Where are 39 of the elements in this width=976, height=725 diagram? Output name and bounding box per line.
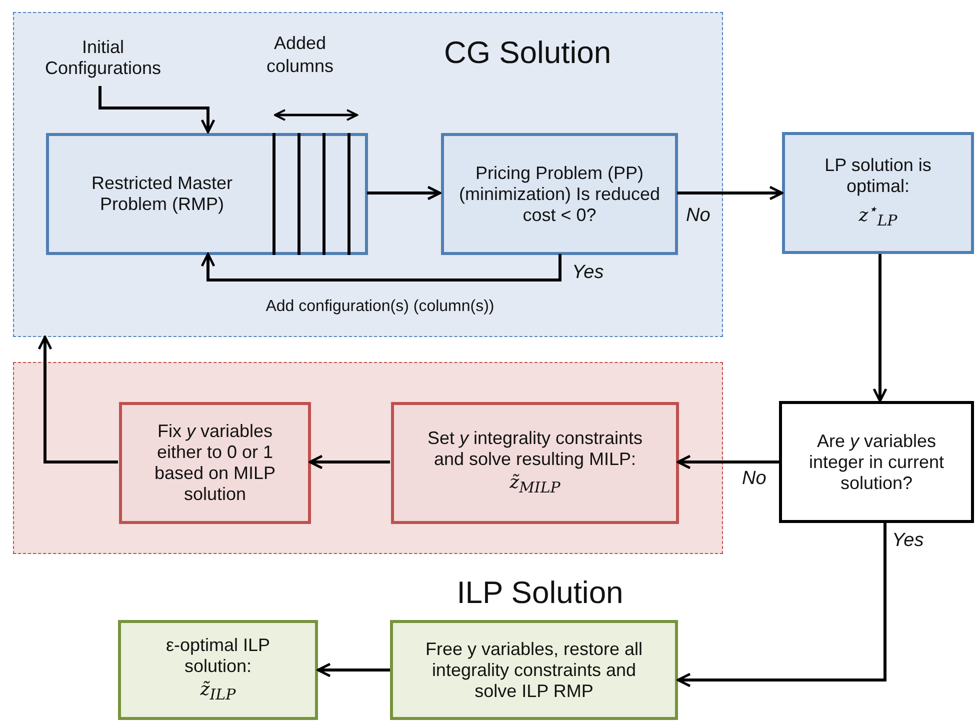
arrow [676, 523, 886, 688]
node-text: LP solution is optimal: [824, 154, 932, 197]
process-box [391, 402, 679, 524]
formula: z̃$_{ILP}$ [200, 678, 236, 706]
edge-label: No [686, 205, 710, 227]
process-box [119, 402, 311, 524]
arrow [98, 86, 216, 134]
edge-label: Yes [892, 530, 924, 552]
result-box [118, 620, 318, 720]
process-box [46, 133, 368, 255]
arrow [872, 254, 888, 402]
process-box [782, 132, 974, 254]
node-text: ε-optimal ILP solution: [164, 634, 272, 677]
node-text: Are y variables integer in current solution? [808, 430, 946, 494]
formula: z̃$_{MILP}$ [510, 472, 560, 498]
node-text: Free y variables, restore all integrality constraints and solve ILP RMP [424, 638, 644, 702]
edge-label: Yes [572, 262, 604, 284]
annotation: Add configuration(s) (column(s)) [264, 297, 496, 317]
section-title: ILP Solution [456, 575, 624, 611]
annotation: Added columns [265, 32, 335, 78]
node-text: Fix y variables either to 0 or 1 based on MILP solution [153, 421, 277, 505]
result-box [390, 620, 678, 720]
arrow [367, 186, 442, 200]
arrow [676, 454, 779, 470]
arrow [200, 252, 562, 282]
node-text: Initial Configurations [44, 37, 162, 79]
group-panel [13, 12, 723, 337]
group-title: CG Solution [444, 35, 612, 71]
decision-box [779, 401, 974, 523]
node-text: Restricted Master Problem (RMP) [90, 173, 234, 215]
arrow [316, 662, 390, 678]
arrow [38, 336, 118, 464]
node-text: Pricing Problem (PP) (minimization) Is reduced cost < 0? [458, 162, 661, 226]
process-box [441, 133, 678, 255]
node-text: Set y integrality constraints and solve resulting MILP: [426, 428, 644, 470]
edge-label: No [742, 468, 766, 490]
arrow [677, 186, 784, 200]
arrow [308, 454, 390, 470]
group-panel [13, 362, 723, 554]
